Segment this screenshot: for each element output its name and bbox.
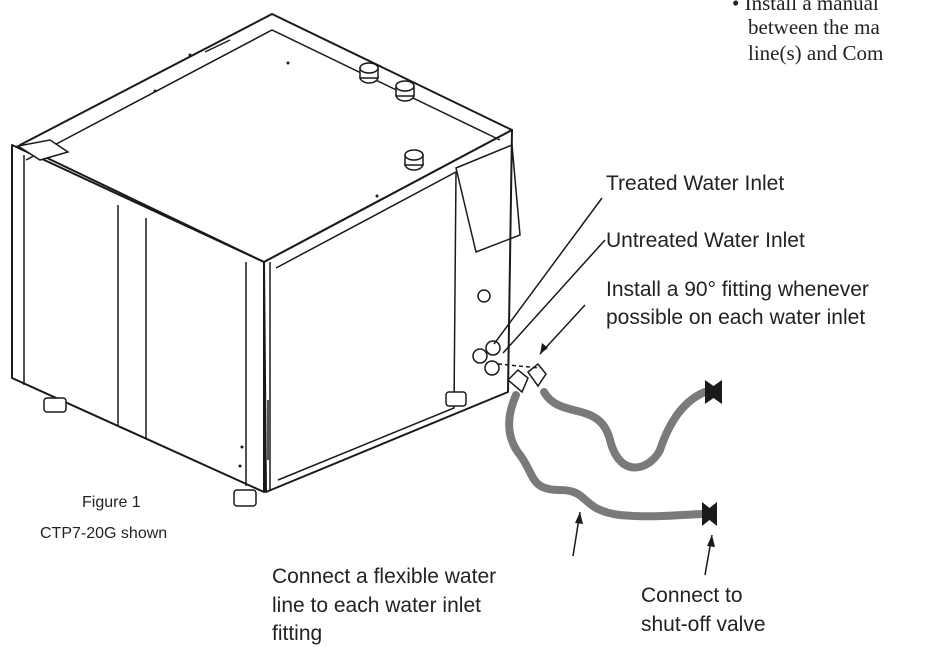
label-valve-line-1: Connect to <box>641 584 743 607</box>
note-line-2: between the ma <box>748 15 880 39</box>
oven-front <box>11 144 265 493</box>
label-flex-line-3: fitting <box>272 622 323 645</box>
hose-upper <box>540 388 709 472</box>
label-valve-line-2: shut-off valve <box>641 613 766 636</box>
shut-off-valve-upper <box>705 380 722 404</box>
leader-untreated <box>502 239 606 354</box>
label-flex-line-1: Connect a flexible water <box>272 565 497 588</box>
note-line-1: • Install a manual <box>732 0 879 15</box>
leader-treated <box>493 197 603 345</box>
label-flex-line-2: line to each water inlet <box>272 594 481 617</box>
label-fitting-line-2: possible on each water inlet <box>606 306 866 329</box>
label-fitting-line-1: Install a 90° fitting whenever <box>606 278 869 301</box>
figure-caption: CTP7-20G shown <box>40 525 168 542</box>
label-untreated-water-inlet: Untreated Water Inlet <box>606 229 805 252</box>
hose-lower <box>505 391 706 521</box>
shut-off-valve-lower <box>702 502 717 526</box>
figure-number: Figure 1 <box>82 494 141 511</box>
leader-fitting <box>539 304 586 355</box>
note-line-3: line(s) and Com <box>748 41 884 65</box>
label-treated-water-inlet: Treated Water Inlet <box>606 172 785 195</box>
